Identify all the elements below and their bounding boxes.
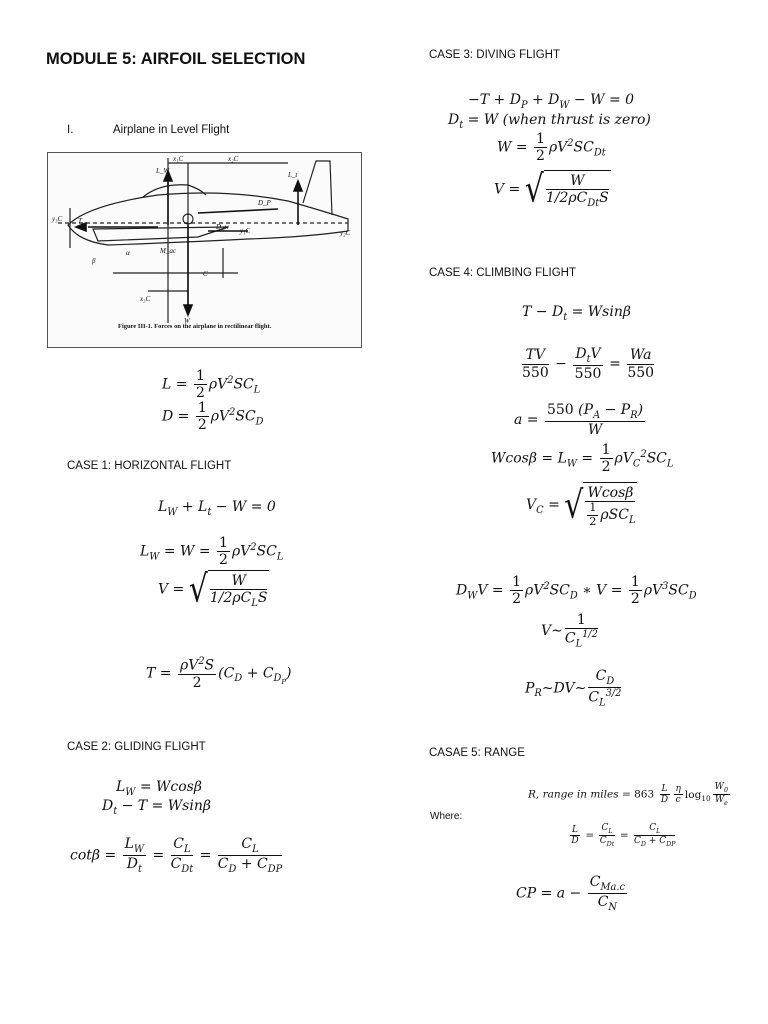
range-label: R, range in miles (528, 788, 619, 801)
x2c-label: x₂C (227, 155, 239, 163)
y3c-label: y₃C (51, 215, 63, 223)
dw-label: D_w (215, 223, 230, 231)
case5-heading: CASAE 5: RANGE (429, 747, 525, 759)
w-label: W (184, 317, 191, 325)
case3-eq-sum: −T + DP + DW − W = 0 (468, 92, 635, 111)
section-label: Airplane in Level Flight (113, 124, 230, 136)
t-label: T (78, 217, 83, 225)
mac-label: M_ac (159, 247, 177, 255)
case3-eq-dt: Dt = W (when thrust is zero) (448, 112, 651, 131)
airplane-diagram: L_W x₁C x₂C L_t D_P D_w x₃C y₁C y₂C y₃C … (51, 155, 351, 325)
case3-note: when thrust is zero (508, 112, 646, 128)
c-label: C (203, 270, 208, 278)
beta-label: β (91, 257, 96, 265)
y1c-label: y₁C (239, 227, 251, 235)
case1-eq-sum: LW + Lt − W = 0 (158, 499, 276, 518)
case2-eq-dt: Dt − T = Wsinβ (102, 798, 211, 817)
lt-label: L_t (287, 171, 298, 179)
case3-heading: CASE 3: DIVING FLIGHT (429, 49, 560, 61)
y2c-label: y₂C (339, 229, 351, 237)
case2-heading: CASE 2: GLIDING FLIGHT (67, 741, 206, 753)
x1c-label: x₁C (172, 155, 184, 163)
section-number: I. (67, 124, 74, 136)
x3c-label: x₃C (139, 295, 151, 303)
case4-heading: CASE 4: CLIMBING FLIGHT (429, 267, 576, 279)
case4-eq-a: a = 550 (PA − PR)W (514, 402, 646, 439)
alpha-label: α (126, 249, 130, 257)
case1-heading: CASE 1: HORIZONTAL FLIGHT (67, 460, 232, 472)
lw-label: L_W (155, 167, 170, 175)
page-title: MODULE 5: AIRFOIL SELECTION (46, 50, 306, 68)
where-label: Where: (430, 811, 463, 822)
case4-eq-balance: T − Dt = Wsinβ (522, 304, 631, 323)
case2-eq-lw: LW = Wcosβ (116, 779, 202, 798)
dp-label: D_P (257, 199, 272, 207)
figure-caption: Figure III-1. Forces on the airplane in … (118, 323, 272, 330)
airplane-forces-figure: L_W x₁C x₂C L_t D_P D_w x₃C y₁C y₂C y₃C … (47, 152, 362, 348)
